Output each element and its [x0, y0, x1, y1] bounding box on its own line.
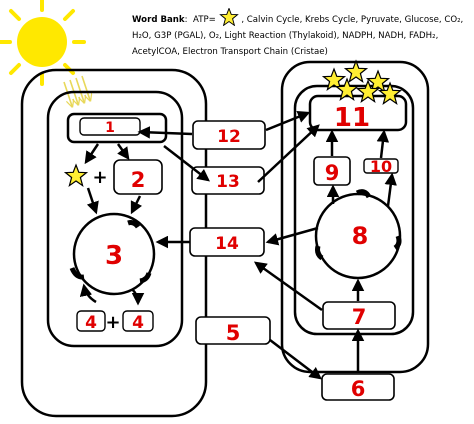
word-bank: Word Bank: ATP= , Calvin Cycle, Krebs Cy…	[132, 7, 470, 60]
label-7: 7	[352, 305, 367, 329]
word-bank-heading: Word Bank	[132, 15, 185, 25]
sun-icon	[0, 0, 86, 86]
box-10: 10	[363, 157, 399, 176]
cycle-8: 8	[314, 189, 402, 280]
label-2: 2	[131, 168, 146, 192]
label-12: 12	[217, 127, 241, 147]
star-icon	[218, 7, 239, 27]
plus-sign-4: +	[105, 312, 120, 333]
label-13: 13	[216, 172, 240, 192]
label-4a: 4	[85, 313, 97, 333]
box-14: 14	[189, 227, 265, 257]
word-bank-terms-1: , Calvin Cycle, Krebs Cycle, Pyruvate, G…	[241, 15, 464, 25]
box-1: 1	[66, 112, 168, 144]
box-6: 6	[321, 373, 395, 401]
box-2: 2	[113, 159, 163, 195]
box-13: 13	[191, 166, 265, 195]
box-12: 12	[192, 120, 266, 150]
label-5: 5	[226, 321, 241, 345]
star-icon	[63, 163, 89, 188]
label-6: 6	[351, 377, 366, 401]
label-4b: 4	[132, 313, 144, 333]
plus-sign: +	[92, 167, 107, 188]
connecting-arrows	[137, 110, 397, 380]
box-4-right: 4	[122, 310, 154, 333]
box-9: 9	[313, 156, 351, 186]
word-bank-atp-label: ATP=	[193, 15, 216, 25]
label-10: 10	[370, 157, 392, 176]
box-4-left: 4	[76, 310, 106, 333]
word-bank-line-1: Word Bank: ATP= , Calvin Cycle, Krebs Cy…	[132, 7, 470, 28]
label-1: 1	[105, 120, 115, 136]
box-11: 11	[308, 94, 408, 133]
label-9: 9	[325, 161, 340, 185]
label-8: 8	[352, 222, 369, 250]
box-5: 5	[195, 316, 271, 345]
arrows-light-reaction	[84, 143, 143, 215]
star-icon	[321, 59, 403, 106]
word-bank-line-2: H₂O, G3P (PGAL), O₂, Light Reaction (Thy…	[132, 31, 439, 41]
box-7: 7	[322, 301, 396, 330]
word-bank-line-3: AcetylCOA, Electron Transport Chain (Cri…	[132, 47, 328, 57]
label-3: 3	[105, 241, 123, 271]
label-14: 14	[215, 234, 239, 254]
label-11: 11	[334, 103, 370, 133]
cycle-3: 3	[69, 212, 156, 306]
